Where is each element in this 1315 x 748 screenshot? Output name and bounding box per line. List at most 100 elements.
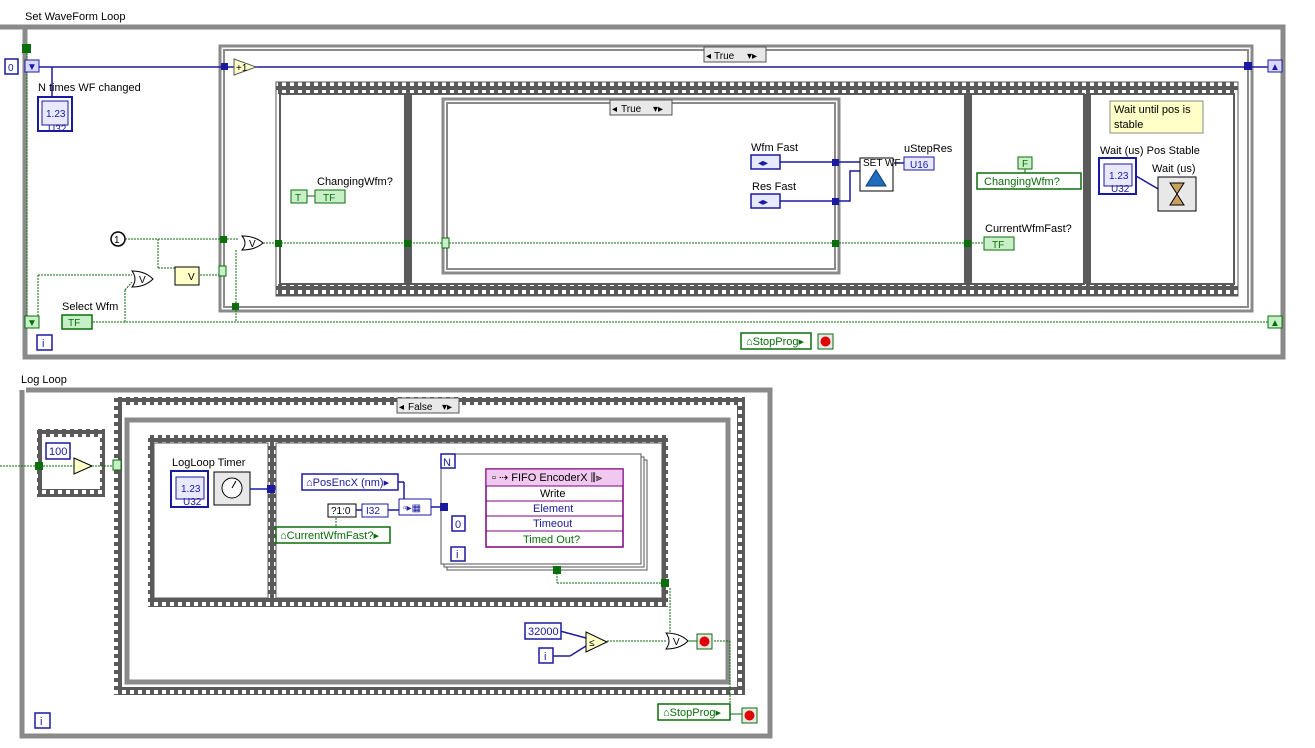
n-terminal: N [440, 453, 456, 469]
first-call-icon[interactable]: 1 [110, 231, 126, 247]
wfm-fast-control[interactable]: ◂▸ [750, 154, 781, 170]
shift-register-left[interactable]: 0 ▼ [4, 44, 40, 75]
log-iteration-terminal: i [34, 712, 51, 729]
svg-text:▾▸: ▾▸ [442, 402, 452, 413]
const-100[interactable]: 100 [45, 442, 71, 460]
svg-text:◂: ◂ [706, 51, 711, 62]
stopprog-local-waveform[interactable]: ⌂StopProg▸ [740, 332, 812, 350]
svg-text:V: V [249, 239, 256, 250]
true-constant[interactable]: T [290, 189, 308, 204]
waveform-loop-title: Set WaveForm Loop [25, 11, 125, 23]
svg-text:i: i [544, 651, 546, 663]
increment-node[interactable]: +1 [221, 58, 258, 76]
log-iter-const[interactable]: i [538, 647, 554, 664]
svg-text:▾▸: ▾▸ [653, 104, 663, 115]
build-array[interactable]: ▫▸▦ [398, 498, 432, 516]
ustepres-indicator[interactable]: U16 [903, 156, 935, 171]
svg-text:⌂CurrentWfmFast?▸: ⌂CurrentWfmFast?▸ [280, 530, 379, 542]
green-wires [26, 47, 1270, 323]
logloop-timer-control[interactable]: 1.23 U32 [170, 470, 209, 508]
select-wfm-control[interactable]: TF [61, 314, 93, 330]
wait-us-icon[interactable] [1157, 176, 1197, 212]
select-wfm-label: Select Wfm [62, 301, 118, 313]
current-wfm-local-log[interactable]: ⌂CurrentWfmFast?▸ [275, 526, 391, 544]
wait-pos-control[interactable]: 1.23 U32 [1098, 157, 1137, 195]
bool-shift-left[interactable]: ▼ [24, 315, 40, 329]
waveform-while-loop[interactable] [0, 24, 1286, 360]
svg-text:⌂StopProg▸: ⌂StopProg▸ [663, 707, 722, 719]
stopprog-local-log[interactable]: ⌂StopProg▸ [657, 703, 731, 721]
less-compare[interactable]: ≤ [585, 631, 609, 653]
svg-text:▲: ▲ [1270, 62, 1280, 73]
log-stop-inner[interactable] [696, 633, 713, 650]
inner-case-selector[interactable]: True ◂ ▾▸ [609, 99, 673, 116]
xor-gate[interactable]: V [131, 270, 154, 288]
svg-text:Element: Element [533, 503, 573, 515]
posencx-local[interactable]: ⌂PosEncX (nm)▸ [301, 473, 399, 491]
log-green-wires [0, 465, 731, 714]
log-or-gate[interactable]: V [665, 632, 689, 650]
logloop-timer-label: LogLoop Timer [172, 457, 246, 469]
svg-text:True: True [714, 51, 735, 62]
current-wfm-fast-indicator[interactable]: TF [983, 236, 1015, 251]
svg-text:N: N [443, 457, 451, 469]
svg-text:1.23: 1.23 [181, 484, 201, 495]
svg-text:i: i [40, 716, 42, 728]
svg-text:Timed Out?: Timed Out? [523, 534, 580, 546]
log-timer-frame [37, 429, 105, 497]
svg-text:U32: U32 [1111, 184, 1130, 195]
svg-text:U32: U32 [48, 124, 67, 135]
timeout-const[interactable]: 0 [451, 515, 466, 532]
bool-to-num[interactable]: ?1:0 [327, 503, 357, 518]
waveform-iteration-terminal: i [36, 334, 53, 351]
svg-text:F: F [1022, 159, 1028, 170]
changing-wfm-local[interactable]: ChangingWfm? [976, 172, 1082, 190]
svg-text:◂▸: ◂▸ [758, 197, 768, 208]
changing-wfm-indicator[interactable]: TF [314, 189, 346, 204]
svg-text:1.23: 1.23 [1109, 171, 1129, 182]
svg-text:I32: I32 [366, 506, 380, 517]
res-fast-label: Res Fast [752, 181, 796, 193]
case-selector-true[interactable]: True ◂ ▾▸ [703, 46, 767, 63]
svg-text:SET WF: SET WF [863, 158, 901, 169]
log-case-selector[interactable]: False ◂ ▾▸ [396, 397, 460, 414]
svg-text:▫▸▦: ▫▸▦ [403, 503, 421, 514]
res-fast-control[interactable]: ◂▸ [750, 193, 781, 209]
log-while-loop[interactable] [19, 387, 773, 739]
flat-sequence[interactable] [275, 81, 1239, 297]
const-32000[interactable]: 32000 [524, 622, 562, 640]
or-gate[interactable]: V [240, 235, 264, 251]
svg-text:TF: TF [992, 240, 1004, 251]
wait-ms-icon[interactable] [213, 471, 251, 506]
svg-text:▼: ▼ [27, 318, 37, 329]
not-equal-node[interactable]: V [174, 266, 200, 286]
ustepres-label: uStepRes [904, 143, 953, 155]
svg-text:▲: ▲ [1270, 318, 1280, 329]
waveform-stop-terminal[interactable] [817, 333, 834, 350]
svg-text:i: i [42, 338, 44, 350]
log-stop-terminal[interactable] [741, 707, 758, 724]
svg-text:▾▸: ▾▸ [747, 51, 757, 62]
n-times-indicator[interactable]: 1.23 U32 [37, 96, 73, 135]
svg-text:False: False [408, 402, 433, 413]
changing-wfm-label: ChangingWfm? [317, 176, 393, 188]
log-loop-title: Log Loop [21, 374, 67, 386]
svg-text:?1:0: ?1:0 [331, 506, 351, 517]
shift-register-right[interactable]: ▲ [1244, 59, 1283, 73]
fifo-encoderx[interactable]: ▫ ⇢ FIFO EncoderX ⫼⫸ Write Element Timeo… [485, 468, 624, 548]
false-constant[interactable]: F [1017, 156, 1033, 170]
svg-text:V: V [673, 637, 680, 648]
svg-text:i: i [456, 549, 458, 561]
svg-text:U32: U32 [183, 497, 202, 508]
svg-text:⌂PosEncX (nm)▸: ⌂PosEncX (nm)▸ [306, 477, 390, 489]
bool-shift-right[interactable]: ▲ [1267, 315, 1283, 329]
set-wf-subvi[interactable]: SET WF [859, 157, 901, 192]
svg-text:U16: U16 [910, 160, 929, 171]
wfm-fast-label: Wfm Fast [751, 142, 798, 154]
svg-text:+1: +1 [236, 63, 248, 74]
svg-text:◂: ◂ [612, 104, 617, 115]
to-i32[interactable]: I32 [361, 503, 389, 518]
wait-us-label: Wait (us) [1152, 163, 1196, 175]
svg-text:0: 0 [455, 519, 461, 531]
svg-text:V: V [139, 275, 146, 286]
